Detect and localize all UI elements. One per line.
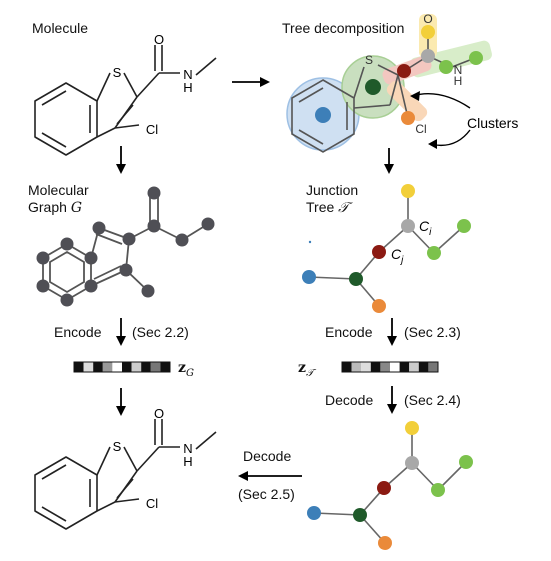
latent-cell	[141, 362, 151, 372]
junction-tree-title-line1: Junction	[306, 182, 359, 198]
node-benzene	[315, 107, 331, 123]
molecule-atom-o: O	[154, 32, 164, 47]
latent-cell	[112, 362, 122, 372]
decode-label-right: Decode	[325, 392, 374, 408]
clusters-label: Clusters	[467, 115, 518, 131]
tree-atom-o: O	[423, 12, 432, 26]
latent-cell	[409, 362, 419, 372]
molecule-structure	[34, 45, 217, 156]
arrow-down-left-3	[116, 388, 126, 416]
tree-decomposition-title: Tree decomposition	[282, 20, 405, 36]
latent-cell	[150, 362, 161, 372]
tree-atom-h: H	[454, 74, 463, 88]
latent-cell	[418, 362, 429, 372]
encode-label-left: Encode	[54, 324, 102, 340]
latent-border	[73, 361, 171, 373]
latent-cell	[342, 362, 352, 372]
latent-cell	[131, 362, 142, 372]
result-molecule-structure	[34, 419, 217, 530]
tree-symbol: 𝒯	[338, 200, 349, 216]
latent-label-left: zG	[178, 360, 194, 379]
junction-tree-title-line2: Tree 𝒯	[306, 199, 349, 216]
latent-cell	[380, 362, 390, 372]
node-carbonyl-c	[421, 49, 435, 63]
tree-atom-n: N	[454, 63, 463, 77]
latent-cell	[160, 362, 170, 372]
result-atom-o: O	[154, 406, 164, 421]
molecule-atom-s: S	[113, 65, 122, 80]
arrow-down-left-encode	[116, 318, 126, 346]
node-amide-n	[439, 60, 453, 74]
latent-cell	[370, 362, 381, 372]
arrow-down-right-1	[384, 148, 394, 174]
latent-cell	[361, 362, 371, 372]
arrow-down-right-decode	[387, 386, 397, 414]
molecule-atom-h: H	[183, 80, 192, 95]
arrow-down-left-1	[116, 146, 126, 174]
node-cj-label: Cj	[391, 246, 404, 266]
node-ci-label: Ci	[419, 218, 432, 238]
molecule-title: Molecule	[32, 20, 89, 36]
node-methyl	[469, 51, 483, 65]
latent-cell	[74, 362, 84, 372]
latent-cell	[93, 362, 103, 372]
latent-cell	[83, 362, 94, 372]
latent-cell	[122, 362, 132, 372]
result-atom-n: N	[183, 441, 192, 456]
latent-vector-right	[341, 361, 439, 373]
latent-cell	[428, 362, 438, 372]
tree-atom-cl: Cl	[415, 122, 426, 136]
arrow-left-decode	[238, 471, 302, 481]
molecular-graph	[36, 186, 215, 307]
encode-label-right: Encode	[325, 324, 373, 340]
decoded-junction-tree	[307, 421, 473, 550]
clusters-arrowhead-1	[410, 91, 420, 101]
decode-ref-bottom: (Sec 2.5)	[238, 486, 295, 502]
node-cl	[401, 111, 415, 125]
latent-label-right: z𝒯	[298, 360, 314, 379]
graph-symbol: G	[70, 200, 82, 216]
latent-cell	[399, 362, 410, 372]
result-atom-h: H	[183, 454, 192, 469]
node-thiophene	[365, 79, 381, 95]
tree-decomposition: S O N H Cl	[286, 12, 492, 153]
latent-vector-left	[73, 361, 171, 373]
molecule-atom-cl: Cl	[146, 122, 158, 137]
decode-ref-right: (Sec 2.4)	[404, 392, 461, 408]
encode-ref-left: (Sec 2.2)	[132, 324, 189, 340]
result-atom-s: S	[113, 439, 122, 454]
junction-tree-graph: Ci Cj	[302, 184, 471, 313]
latent-cell	[351, 362, 362, 372]
latent-border	[341, 361, 439, 373]
molecular-graph-title-line1: Molecular	[28, 182, 89, 198]
encode-ref-right: (Sec 2.3)	[404, 324, 461, 340]
arrow-right-top	[232, 77, 270, 87]
tree-atom-s: S	[365, 53, 373, 67]
molecule-atom-n: N	[183, 67, 192, 82]
latent-cell	[390, 362, 400, 372]
arrow-down-right-encode	[387, 318, 397, 346]
node-bond	[397, 64, 411, 78]
molecular-graph-title-line2: Graph G	[28, 199, 82, 216]
latent-cell	[102, 362, 113, 372]
cluster-cl	[386, 80, 428, 122]
clusters-arrowhead-2	[428, 139, 437, 149]
decode-label-bottom: Decode	[243, 448, 292, 464]
node-carbonyl-o	[421, 25, 435, 39]
result-atom-cl: Cl	[146, 496, 158, 511]
